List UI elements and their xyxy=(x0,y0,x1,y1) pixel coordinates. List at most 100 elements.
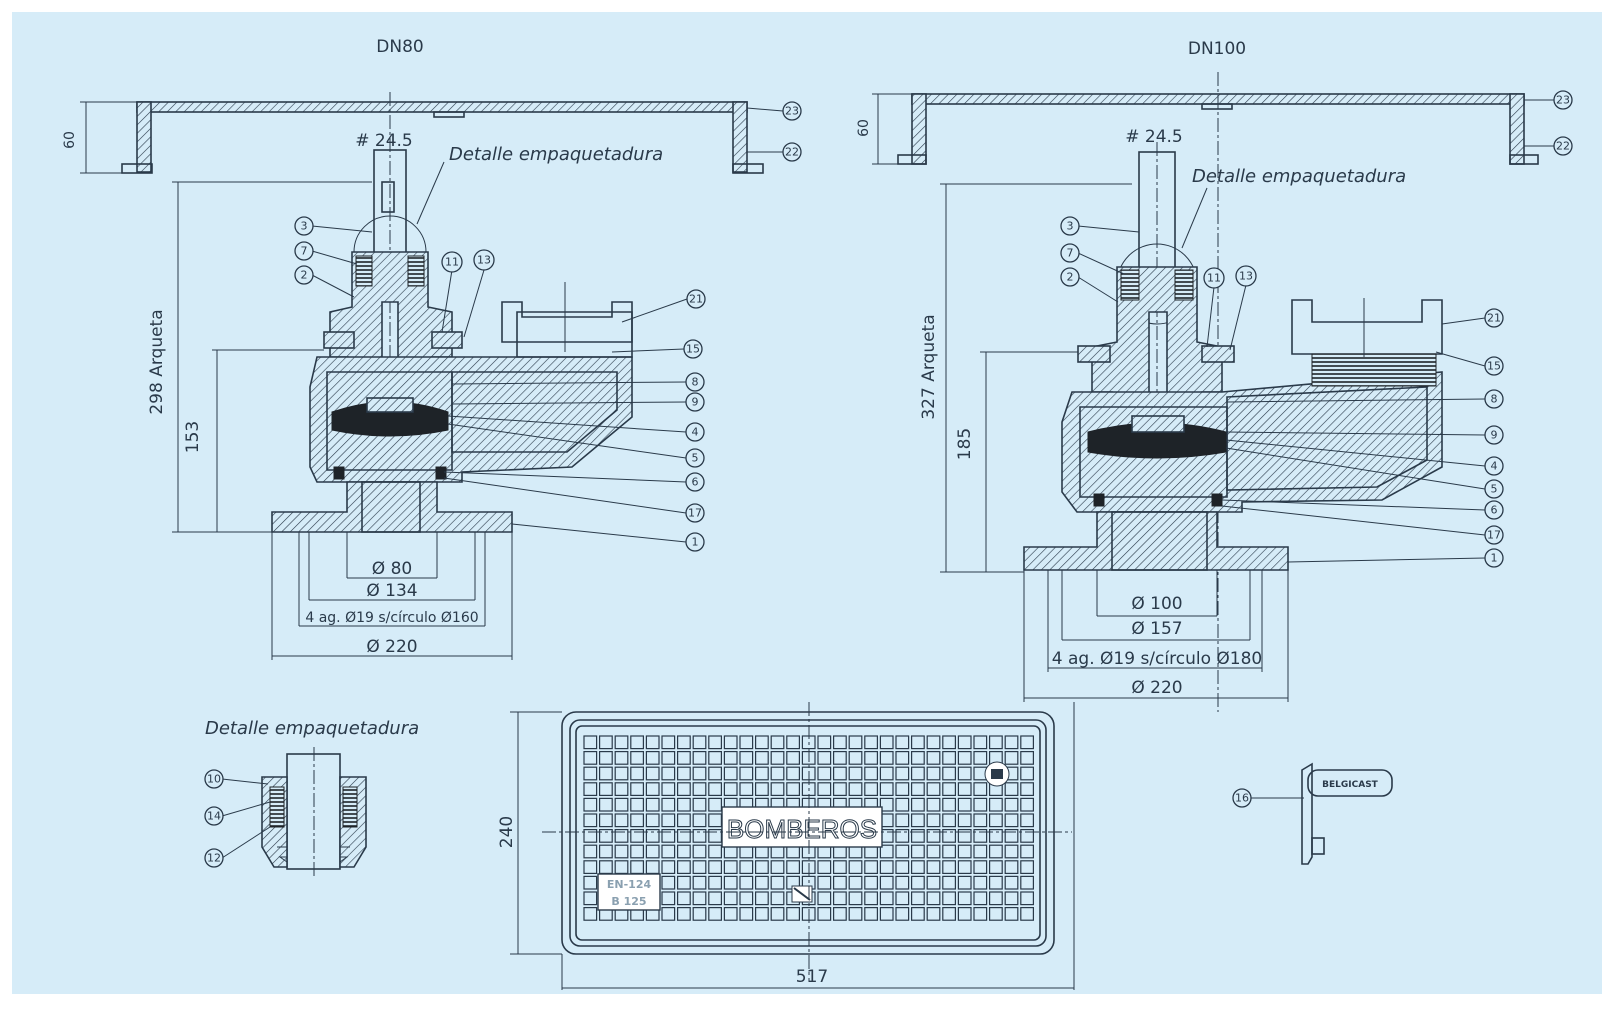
cover-grid-cell xyxy=(739,875,754,890)
svg-text:5: 5 xyxy=(1491,483,1498,496)
cover-grid-cell xyxy=(910,906,925,921)
key-brand: BELGICAST xyxy=(1322,780,1379,790)
cover-grid-cell xyxy=(583,875,598,890)
cover-grid-cell xyxy=(832,875,847,890)
cover-grid-cell xyxy=(754,782,769,796)
cover-grid-cell xyxy=(1004,750,1019,765)
cover-grid-cell xyxy=(676,828,691,843)
dn80-callout-11: 11 xyxy=(441,251,463,333)
svg-text:11: 11 xyxy=(1207,272,1221,285)
cover-grid-cell xyxy=(676,766,691,781)
cover-grid-cell xyxy=(895,828,910,843)
svg-text:6: 6 xyxy=(692,476,699,489)
cover-grid-cell xyxy=(817,735,832,750)
cover-logo-icon xyxy=(984,761,1010,787)
cover-grid-cell xyxy=(957,844,972,859)
cover-grid-cell xyxy=(708,860,722,874)
packing-callout-12: 12 xyxy=(204,826,271,868)
cover-grid-cell xyxy=(942,875,956,890)
cover-grid-cell xyxy=(926,797,941,812)
cover-grid-cell xyxy=(1020,813,1034,828)
cover-grid-cell xyxy=(910,875,925,890)
cover-grid-cell xyxy=(661,750,676,765)
cover-grid-cell xyxy=(739,735,754,750)
cover-grid-cell xyxy=(676,875,691,890)
cover-grid-cell xyxy=(910,828,925,843)
cover-grid-cell xyxy=(630,844,644,859)
cover-grid-cell xyxy=(645,735,660,750)
cover-grid-cell xyxy=(957,813,972,828)
packing-detail-view: Detalle empaquetadura 10 14 12 xyxy=(204,718,419,877)
cover-grid-cell xyxy=(786,750,800,765)
svg-text:17: 17 xyxy=(1487,529,1501,542)
cover-grid-cell xyxy=(754,860,769,874)
svg-text:9: 9 xyxy=(692,396,699,409)
cover-grid-cell xyxy=(848,875,863,890)
cover-grid-cell xyxy=(614,813,629,828)
dn100-callout-7: 7 xyxy=(1060,243,1125,275)
svg-text:13: 13 xyxy=(477,254,491,267)
cover-grid-cell xyxy=(1020,828,1034,843)
dn80-callout-3: 3 xyxy=(294,216,373,236)
svg-text:1: 1 xyxy=(1491,552,1498,565)
cover-grid-cell xyxy=(708,782,722,796)
cover-grid-cell xyxy=(630,828,644,843)
cover-grid-cell xyxy=(957,782,972,796)
cover-grid-cell xyxy=(832,735,847,750)
cover-grid-cell xyxy=(598,782,613,796)
cover-grid-cell xyxy=(973,828,988,843)
cover-grid-cell xyxy=(879,844,894,859)
svg-text:Ø 80: Ø 80 xyxy=(372,559,412,579)
svg-text:10: 10 xyxy=(207,773,221,786)
cover-plan-view: BOMBEROS EN-124 B 125 240 517 xyxy=(497,702,1075,990)
cover-grid-cell xyxy=(1004,860,1019,874)
cover-grid-cell xyxy=(973,891,988,906)
cover-grid-cell xyxy=(692,750,707,765)
cover-grid-cell xyxy=(942,782,956,796)
cover-grid-cell xyxy=(988,828,1003,843)
key-callout-16: 16 xyxy=(1232,788,1304,808)
cover-grid-cell xyxy=(723,766,738,781)
dn80-spindle-size: # 24.5 xyxy=(355,131,413,151)
dn100-callout-22: 22 xyxy=(1524,136,1573,156)
cover-grid-cell xyxy=(676,813,691,828)
cover-grid-cell xyxy=(598,797,613,812)
dn80-callout-1: 1 xyxy=(511,523,705,552)
dn80-detail-label: Detalle empaquetadura xyxy=(449,144,663,165)
cover-grid-cell xyxy=(957,891,972,906)
cover-grid-cell xyxy=(957,797,972,812)
cover-grid-cell xyxy=(864,750,878,765)
cover-grid-cell xyxy=(926,750,941,765)
cover-grid-cell xyxy=(754,766,769,781)
cover-grid-cell xyxy=(895,860,910,874)
cover-grid-cell xyxy=(848,906,863,921)
cover-grid-cell xyxy=(832,750,847,765)
cover-grid-cell xyxy=(770,750,785,765)
cover-grid-cell xyxy=(926,828,941,843)
cover-grid-cell xyxy=(583,891,598,906)
cover-grid-cell xyxy=(708,766,722,781)
cover-grid-cell xyxy=(817,906,832,921)
svg-text:15: 15 xyxy=(1487,360,1501,373)
cover-grid-cell xyxy=(645,750,660,765)
cover-grid-cell xyxy=(817,750,832,765)
svg-text:Ø 157: Ø 157 xyxy=(1131,619,1182,639)
svg-text:21: 21 xyxy=(689,293,703,306)
cover-grid-cell xyxy=(864,766,878,781)
cover-grid-cell xyxy=(598,813,613,828)
cover-grid-cell xyxy=(988,906,1003,921)
cover-grid-cell xyxy=(1020,875,1034,890)
dn100-valve-body xyxy=(1023,266,1443,571)
cover-grid-cell xyxy=(661,735,676,750)
dn80-callout-6: 6 xyxy=(443,471,705,492)
cover-grid-cell xyxy=(676,797,691,812)
cover-grid-cell xyxy=(926,906,941,921)
dn100-callout-3: 3 xyxy=(1060,216,1140,236)
cover-grid-cell xyxy=(645,844,660,859)
cover-grid-cell xyxy=(957,766,972,781)
cover-grid-cell xyxy=(973,875,988,890)
dn100-callout-13: 13 xyxy=(1229,265,1257,351)
cover-grid-cell xyxy=(708,906,722,921)
dn100-callout-1: 1 xyxy=(1287,548,1504,568)
cover-grid-cell xyxy=(583,828,598,843)
